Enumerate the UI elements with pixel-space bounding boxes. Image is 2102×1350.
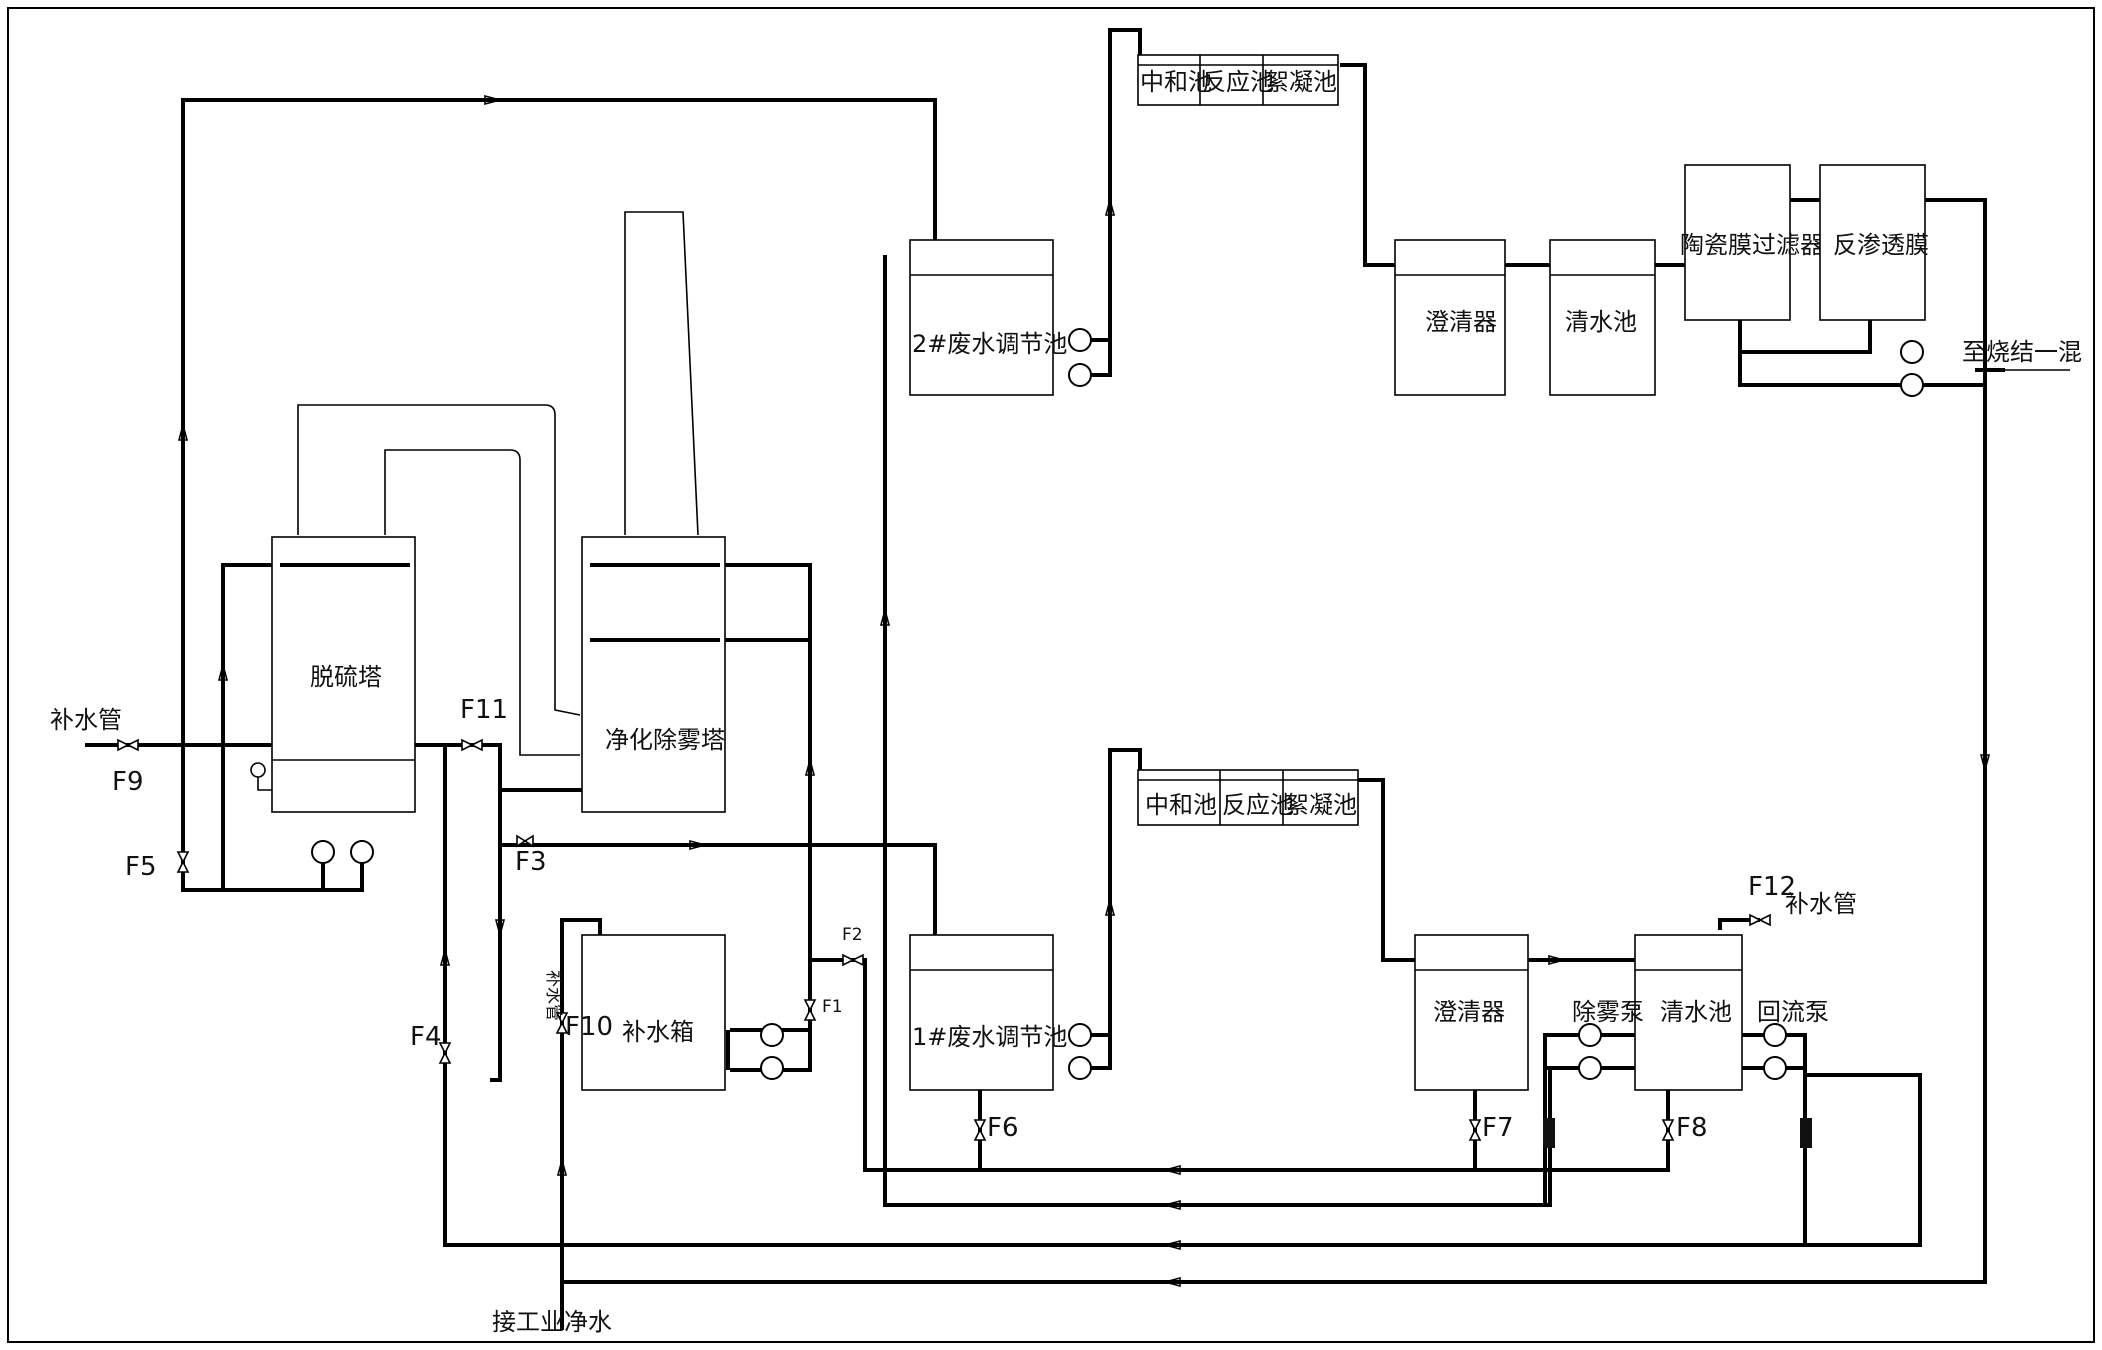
series-tank-bottom-reaction: 反应池	[1222, 791, 1294, 819]
valve-f1-label: F1	[822, 997, 843, 1017]
series-tanks-bottom: 中和池 反应池 絮凝池	[1137, 769, 1359, 826]
wastewater-pool-2-label: 2#废水调节池	[912, 330, 1067, 358]
valve-icon	[973, 1119, 987, 1141]
flow-arrows	[177, 94, 1991, 1288]
purification-demister-tower-label: 净化除雾塔	[605, 726, 725, 754]
series-tank-bottom-flocculation: 絮凝池	[1285, 791, 1357, 819]
valve-f8-label: F8	[1676, 1113, 1708, 1143]
series-tank-top-flocculation: 絮凝池	[1265, 68, 1337, 96]
valve-icon	[803, 999, 817, 1021]
valve-icon	[1661, 1119, 1675, 1141]
pump-icon	[1900, 373, 1924, 397]
valve-icon	[438, 1042, 452, 1064]
pump-icon	[760, 1056, 784, 1080]
valve-icon	[1468, 1119, 1482, 1141]
valves	[117, 738, 1771, 1141]
valve-f11-label: F11	[460, 695, 508, 725]
reverse-osmosis-membrane	[1819, 164, 1926, 321]
valve-f9-label: F9	[112, 767, 144, 797]
pump-icon	[1578, 1056, 1602, 1080]
series-tank-bottom-neutral: 中和池	[1145, 791, 1217, 819]
pump-icon	[1068, 328, 1092, 352]
valve-f10-label: F10	[565, 1012, 613, 1042]
wastewater-pool-1	[909, 934, 1054, 1091]
valve-f6-label: F6	[987, 1113, 1019, 1143]
valve-icon	[461, 738, 483, 752]
clarifier-top	[1394, 239, 1506, 396]
drawing-frame	[7, 7, 2095, 1343]
wastewater-pool-1-label: 1#废水调节池	[912, 1023, 1067, 1051]
flue-duct	[297, 404, 581, 716]
makeup-pipe-right-label: 补水管	[1785, 890, 1857, 918]
clarifier-bottom-label: 澄清器	[1433, 998, 1505, 1026]
desulfurization-tower-label: 脱硫塔	[310, 663, 382, 691]
reverse-osmosis-label: 反渗透膜	[1833, 231, 1929, 259]
valve-f4-label: F4	[410, 1022, 442, 1052]
pump-icon	[1068, 1023, 1092, 1047]
valve-f12-label: F12	[1748, 872, 1796, 902]
demist-pump-label: 除雾泵	[1572, 998, 1644, 1026]
series-tanks-top: 中和池 反应池 絮凝池	[1137, 54, 1339, 106]
pump-icon	[1578, 1023, 1602, 1047]
flow-meter-icon	[1800, 1118, 1812, 1148]
valve-icon	[117, 738, 139, 752]
clarifier-bottom	[1414, 934, 1529, 1091]
pump-icon	[1068, 1056, 1092, 1080]
clarifier-top-label: 澄清器	[1425, 308, 1497, 336]
flow-meter-icon	[1543, 1118, 1555, 1148]
makeup-pipe-vertical-label: 补水管	[543, 970, 563, 1021]
valve-icon	[842, 953, 864, 967]
wastewater-pool-2	[909, 239, 1054, 396]
valve-f7-label: F7	[1482, 1113, 1514, 1143]
pump-icon	[311, 840, 335, 864]
desulfurization-tower	[271, 536, 416, 813]
valve-icon	[516, 834, 534, 848]
makeup-tank-label: 补水箱	[622, 1018, 694, 1046]
pump-icon	[1763, 1023, 1787, 1047]
series-tank-top-reaction: 反应池	[1202, 68, 1274, 96]
pumps	[311, 328, 1924, 1080]
clear-pool-top-label: 清水池	[1565, 308, 1637, 336]
ceramic-membrane-filter	[1684, 164, 1791, 321]
pump-icon	[350, 840, 374, 864]
to-sintering-label: 至烧结一混	[1962, 338, 2082, 366]
pump-icon	[1763, 1056, 1787, 1080]
level-gauge-icon	[250, 762, 266, 778]
ceramic-filter-label: 陶瓷膜过滤器	[1680, 231, 1824, 259]
chimney	[624, 211, 699, 536]
clear-pool-top	[1549, 239, 1656, 396]
valve-icon	[1749, 913, 1771, 927]
pump-icon	[1900, 340, 1924, 364]
pump-icon	[760, 1023, 784, 1047]
valve-f5-label: F5	[125, 852, 157, 882]
valve-f3-label: F3	[515, 847, 547, 877]
industrial-water-label: 接工业净水	[492, 1308, 612, 1336]
return-pump-label: 回流泵	[1757, 998, 1829, 1026]
purification-demister-tower	[581, 536, 726, 813]
makeup-pipe-left-label: 补水管	[50, 706, 122, 734]
series-tank-top-neutral: 中和池	[1140, 68, 1212, 96]
makeup-tank	[581, 934, 726, 1091]
valve-f2-label: F2	[842, 925, 863, 945]
pump-icon	[1068, 363, 1092, 387]
valve-icon	[555, 1012, 569, 1034]
clear-pool-bottom	[1634, 934, 1743, 1091]
clear-pool-bottom-label: 清水池	[1660, 998, 1732, 1026]
valve-icon	[176, 851, 190, 873]
